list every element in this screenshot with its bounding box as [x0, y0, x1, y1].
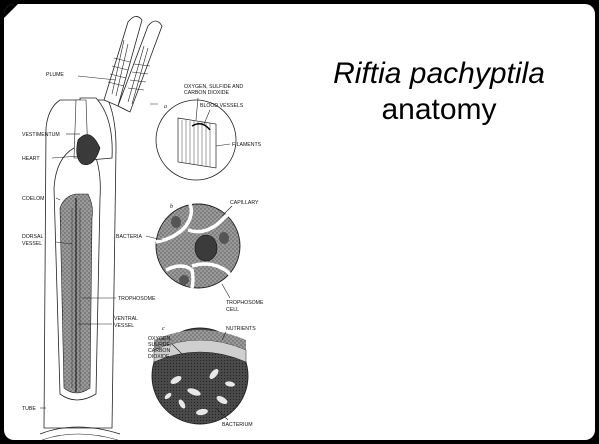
- worm-body: [54, 148, 100, 400]
- slide-title: Riftia pachyptila anatomy: [304, 56, 574, 128]
- label-ventral-vessel-line2: VESSEL: [114, 323, 134, 329]
- label-filaments: FILAMENTS: [232, 142, 262, 148]
- label-dorsal-vessel-line1: DORSAL: [22, 234, 43, 240]
- label-trophosome-cell-line1: TROPHOSOME: [226, 300, 264, 306]
- title-subject: anatomy: [304, 92, 574, 128]
- label-heart: HEART: [22, 156, 40, 162]
- panel-letter-a: a: [164, 104, 167, 110]
- label-oxygen-line4: DIOXIDE: [148, 354, 170, 360]
- panel-letter-c: c: [162, 326, 165, 332]
- panel-b-trophosome: [156, 204, 240, 288]
- label-coelom: COELOM: [22, 196, 44, 202]
- label-vestimentum: VESTIMENTUM: [22, 132, 60, 138]
- label-dorsal-vessel-line2: VESSEL: [22, 241, 42, 247]
- label-nutrients: NUTRIENTS: [226, 326, 256, 332]
- label-bacteria: BACTERIA: [116, 234, 142, 240]
- plume: [104, 16, 162, 112]
- label-trophosome: TROPHOSOME: [118, 296, 156, 302]
- panel-a-filaments: [150, 100, 236, 180]
- label-bacterium: BACTERIUM: [222, 422, 253, 428]
- label-plume: PLUME: [46, 72, 64, 78]
- riftia-anatomy-diagram: PLUME VESTIMENTUM HEART COELOM DORSAL VE…: [16, 8, 276, 440]
- label-ventral-vessel-line1: VENTRAL: [114, 316, 138, 322]
- label-trophosome-cell-line2: CELL: [226, 307, 239, 313]
- title-species-name: Riftia pachyptila: [304, 56, 574, 92]
- panel-letter-b: b: [170, 204, 173, 210]
- label-tube: TUBE: [22, 406, 36, 412]
- label-capillary: CAPILLARY: [230, 200, 259, 206]
- label-blood-vessels: BLOOD VESSELS: [200, 103, 244, 109]
- label-oxygen-sulfide-co2-line2: CARBON DIOXIDE: [184, 90, 230, 96]
- slide: PLUME VESTIMENTUM HEART COELOM DORSAL VE…: [4, 4, 595, 440]
